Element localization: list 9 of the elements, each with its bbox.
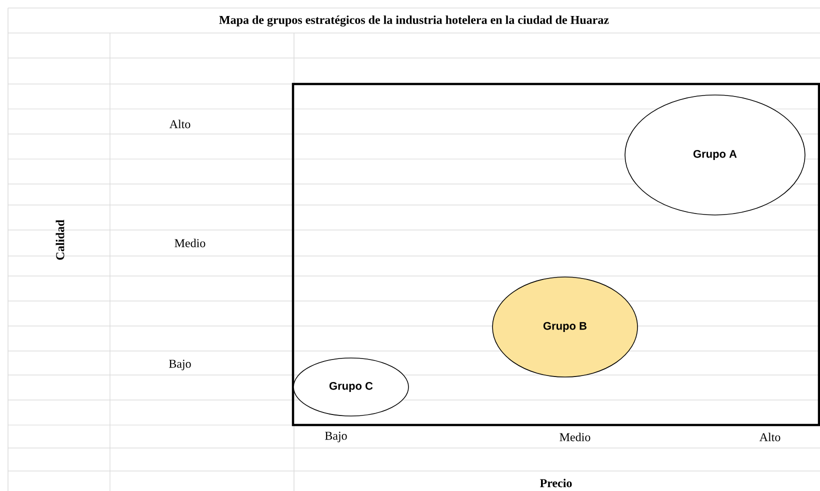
chart-title: Mapa de grupos estratégicos de la industria hotelera en la ciudad de Huaraz [219, 16, 609, 26]
axis-tick-label: Alto [759, 432, 780, 442]
axis-title: Precio [540, 478, 572, 488]
axis-tick-label: Bajo [325, 432, 347, 442]
axis-tick-label: Medio [174, 238, 206, 248]
axis-tick-label: Alto [169, 120, 190, 128]
axis-title: Calidad [56, 220, 64, 260]
axis-tick-label: Medio [560, 432, 590, 442]
axis-tick-label: Bajo [169, 360, 191, 370]
